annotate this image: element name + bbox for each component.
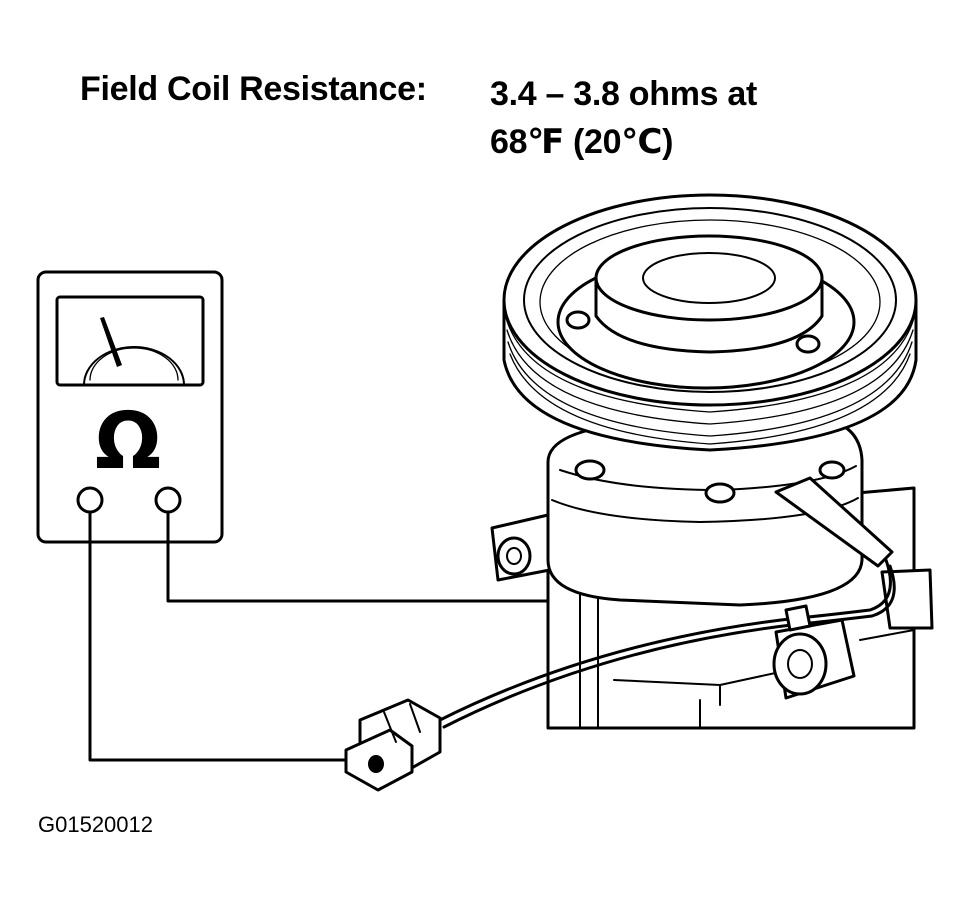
test-lead-right	[166, 510, 622, 603]
ac-compressor	[344, 193, 934, 792]
figure-code: G01520012	[38, 812, 153, 837]
ohm-symbol: Ω	[95, 397, 161, 487]
ohmmeter-needle	[100, 317, 122, 367]
spec-value-line1: 3.4 – 3.8 ohms at	[490, 75, 758, 113]
clutch-hub	[556, 234, 856, 390]
spec-label: Field Coil Resistance:	[80, 70, 427, 108]
test-lead-left	[88, 510, 370, 762]
ohmmeter-jack-left	[76, 486, 104, 514]
ohmmeter-jack-right	[154, 486, 182, 514]
mounting-ear-right	[772, 568, 934, 700]
field-coil-wire	[438, 476, 896, 729]
spec-value-line2: 68℉ (20℃)	[490, 123, 674, 161]
ohmmeter-dial	[55, 295, 205, 387]
ohmmeter: Ω	[36, 270, 224, 544]
field-coil-connector	[344, 698, 442, 792]
spec-value: 3.4 – 3.8 ohms at 68℉ (20℃)	[490, 70, 757, 166]
